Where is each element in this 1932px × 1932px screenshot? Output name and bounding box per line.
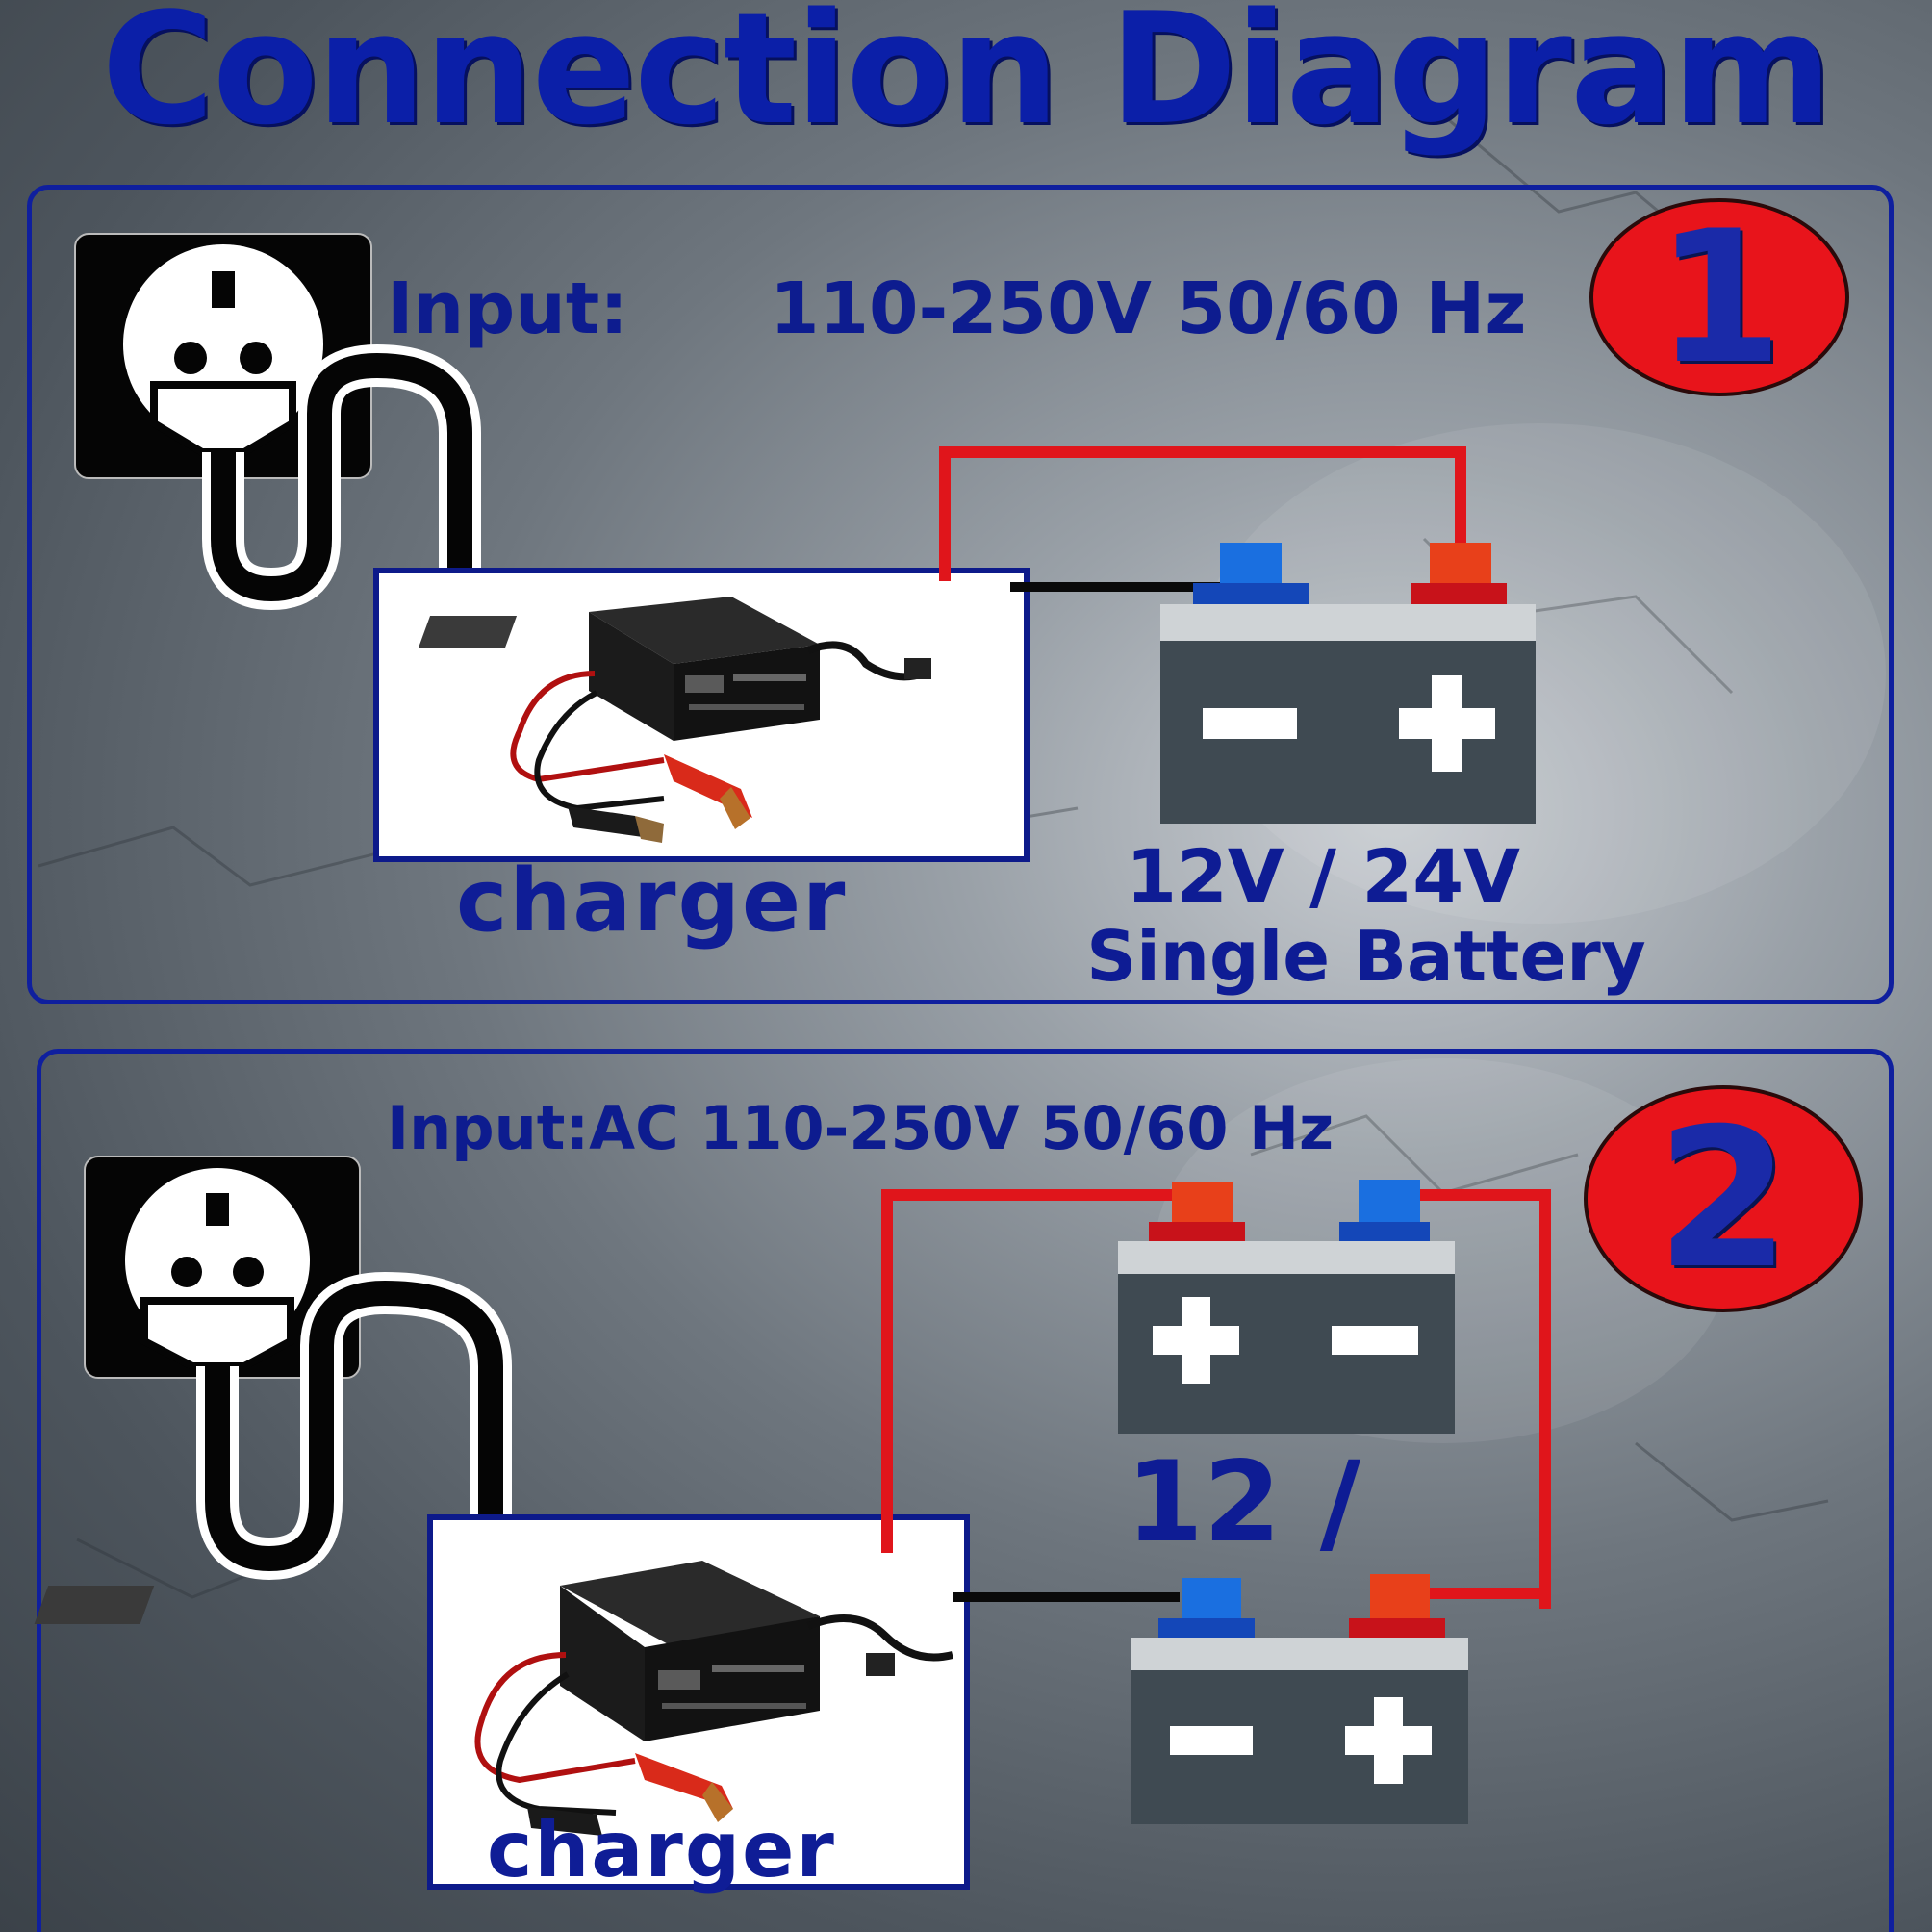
diagram-panel-2 [37, 1049, 1894, 1932]
battery-icon [1118, 1180, 1455, 1434]
battery-voltage-1: 12V / 24V [1126, 833, 1520, 919]
battery-type-1: Single Battery [1086, 916, 1646, 997]
diagram-panel-1 [27, 185, 1894, 1004]
step-number-2: 2 [1584, 1085, 1863, 1312]
charger-label-2: charger [487, 1805, 836, 1894]
charger-label-1: charger [456, 851, 848, 952]
battery-icon [1131, 1574, 1468, 1824]
battery-icon [1160, 543, 1536, 824]
step-number-1: 1 [1589, 191, 1849, 404]
input-label-2: Input:AC 110-250V 50/60 Hz [387, 1093, 1335, 1163]
input-value-1: 110-250V 50/60 Hz [770, 267, 1527, 350]
battery-voltage-2: 12 / [1126, 1437, 1361, 1567]
page-title: Connection Diagram [101, 0, 1832, 159]
input-label-1: Input: [387, 267, 628, 350]
